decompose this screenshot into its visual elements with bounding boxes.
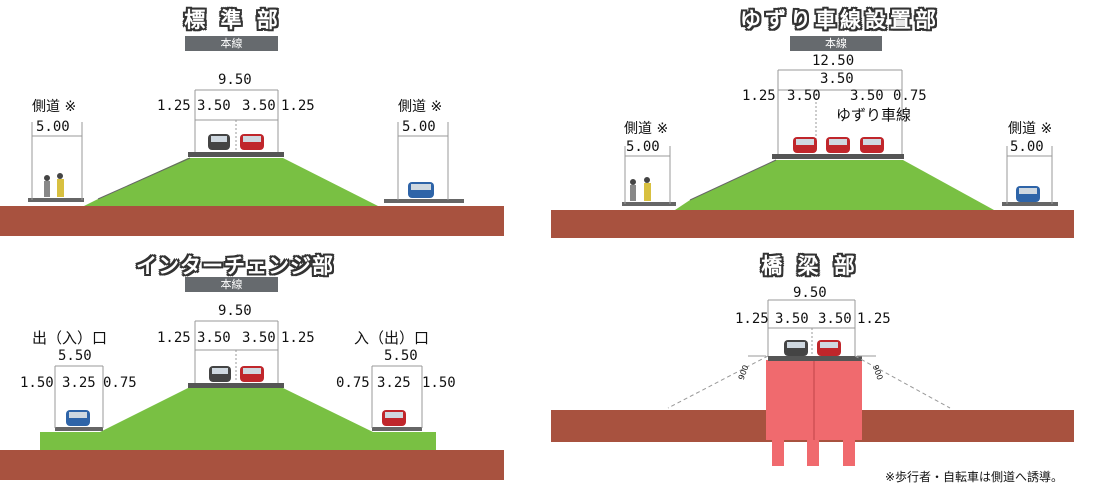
side-road-left: [28, 198, 84, 202]
dim-lane: 3.50: [818, 311, 852, 327]
yield-section-drawing: [551, 69, 1074, 238]
tag-main-line: 本線: [185, 277, 278, 292]
ramp-lane: 3.25: [377, 375, 411, 391]
dim-total: 12.50: [812, 53, 855, 69]
ramp-left: [55, 427, 103, 431]
side-road-width: 5.00: [1010, 139, 1044, 155]
dim-lane: 3.50: [197, 98, 231, 114]
dim-lane: 1.25: [157, 330, 191, 346]
dim-lane: 3.50: [242, 330, 276, 346]
yield-lane-label: ゆずり車線: [836, 106, 912, 124]
ground-band: [0, 450, 504, 480]
title-yield-lane: ゆずり車線設置部: [740, 8, 940, 32]
road-surface: [188, 152, 284, 157]
pier-column: [807, 440, 819, 466]
title-interchange: インターチェンジ部: [136, 254, 334, 278]
ramp-lane: 1.50: [422, 375, 456, 391]
ramp-label: 入（出）口: [354, 329, 430, 347]
pedestrians: [630, 177, 651, 201]
side-road-width: 5.00: [626, 139, 660, 155]
car: [209, 366, 231, 382]
dim-mid: 3.50: [820, 71, 854, 87]
road-surface: [772, 154, 904, 159]
interchange-section-drawing: [0, 320, 504, 480]
embankment-outline: [97, 157, 191, 200]
dim-total: 9.50: [218, 303, 252, 319]
ground-band: [0, 206, 504, 236]
title-bridge: 橋 梁 部: [761, 254, 859, 278]
side-road-label: 側道 ※: [32, 99, 77, 115]
ramp-lane: 0.75: [336, 375, 370, 391]
standard-section-drawing: [0, 89, 504, 236]
tag-main-line: 本線: [185, 36, 278, 51]
ramp-lane: 0.75: [103, 375, 137, 391]
side-road-right: [1002, 202, 1058, 206]
car: [826, 137, 850, 153]
car: [382, 410, 406, 426]
dim-lane: 1.25: [157, 98, 191, 114]
car: [240, 366, 264, 382]
ramp-right: [372, 427, 422, 431]
car: [208, 134, 230, 150]
road-surface: [188, 383, 284, 388]
side-road-right: [384, 199, 464, 203]
car: [1016, 186, 1040, 202]
dim-lane: 3.50: [242, 98, 276, 114]
dim-lane: 1.25: [281, 330, 315, 346]
ramp-lane: 3.25: [62, 375, 96, 391]
car: [817, 340, 841, 356]
bridge-section-drawing: [551, 299, 1074, 466]
bridge-deck: [768, 356, 862, 361]
ramp-total: 5.50: [384, 348, 418, 364]
dim-lane: 3.50: [787, 88, 821, 104]
dim-lane: 1.25: [857, 311, 891, 327]
pedestrians: [44, 173, 64, 197]
dim-lane: 3.50: [197, 330, 231, 346]
side-road-label: 側道 ※: [624, 121, 669, 137]
car: [408, 182, 434, 198]
side-road-left: [622, 202, 676, 206]
dim-lane: 3.50: [775, 311, 809, 327]
car: [240, 134, 264, 150]
dim-total: 9.50: [218, 72, 252, 88]
dim-lane: 1.25: [281, 98, 315, 114]
dim-total: 9.50: [793, 285, 827, 301]
footnote: ※歩行者・自転車は側道へ誘導。: [885, 470, 1064, 484]
car: [66, 410, 90, 426]
title-standard: 標 準 部: [184, 8, 282, 32]
car: [784, 340, 808, 356]
ramp-lane: 1.50: [20, 375, 54, 391]
side-road-width: 5.00: [36, 119, 70, 135]
pier-column: [843, 440, 855, 466]
ramp-total: 5.50: [58, 348, 92, 364]
embankment: [84, 158, 378, 206]
embankment-outline: [689, 159, 777, 201]
dim-lane: 3.50: [850, 88, 884, 104]
ground-band: [551, 210, 1074, 238]
ramp-label: 出（入）口: [32, 329, 108, 347]
dim-lane: 1.25: [735, 311, 769, 327]
pier-column: [772, 440, 784, 466]
car: [860, 137, 884, 153]
dim-lane: 0.75: [893, 88, 927, 104]
embankment: [675, 160, 994, 210]
car: [793, 137, 817, 153]
side-road-label: 側道 ※: [1008, 121, 1053, 137]
dim-lane: 1.25: [742, 88, 776, 104]
embankment: [40, 388, 436, 450]
side-road-width: 5.00: [402, 119, 436, 135]
side-road-label: 側道 ※: [398, 99, 443, 115]
tag-main-line: 本線: [790, 36, 882, 51]
